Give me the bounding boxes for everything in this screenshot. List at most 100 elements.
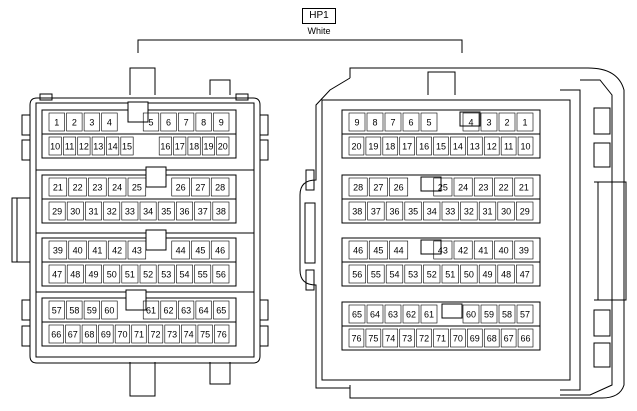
terminal-cavity xyxy=(483,136,500,156)
terminal-cavity xyxy=(160,112,177,132)
connector-name-box: HP1 xyxy=(302,8,336,24)
terminal-cavity xyxy=(516,304,534,324)
terminal-number: 72 xyxy=(419,334,429,344)
polarization-key xyxy=(420,176,442,192)
terminal-cavity xyxy=(420,304,438,324)
terminal-cavity xyxy=(433,328,449,348)
terminal-cavity xyxy=(213,112,230,132)
terminal-number: 74 xyxy=(184,330,194,340)
terminal-number: 49 xyxy=(88,270,98,280)
terminal-cavity xyxy=(176,201,193,221)
terminal-number: 64 xyxy=(199,306,209,316)
terminal-cavity xyxy=(366,304,384,324)
terminal-number: 45 xyxy=(195,246,205,256)
terminal-number: 44 xyxy=(176,246,186,256)
terminal-cavity xyxy=(389,240,409,260)
terminal-cavity xyxy=(433,240,453,260)
terminal-number: 37 xyxy=(198,207,208,217)
terminal-number: 24 xyxy=(112,183,122,193)
terminal-cavity xyxy=(48,136,62,156)
terminal-cavity xyxy=(453,177,473,197)
terminal-number: 28 xyxy=(215,183,225,193)
terminal-cavity xyxy=(423,264,441,284)
terminal-cavity xyxy=(462,304,480,324)
terminal-number: 61 xyxy=(146,306,156,316)
terminal-number: 76 xyxy=(217,330,227,340)
terminal-cavity xyxy=(467,328,483,348)
terminal-cavity xyxy=(91,136,105,156)
terminal-number: 28 xyxy=(353,183,363,193)
terminal-cavity xyxy=(348,240,368,260)
terminal-number: 46 xyxy=(353,246,363,256)
terminal-number: 16 xyxy=(419,142,429,152)
terminal-number: 47 xyxy=(52,270,62,280)
terminal-cavity xyxy=(213,300,230,320)
terminal-cavity xyxy=(368,177,388,197)
terminal-cavity xyxy=(48,177,68,197)
terminal-cavity xyxy=(460,201,478,221)
terminal-number: 18 xyxy=(189,142,199,152)
terminal-number: 7 xyxy=(184,118,189,128)
terminal-cavity xyxy=(195,300,212,320)
terminal-number: 22 xyxy=(499,183,509,193)
terminal-cavity xyxy=(365,328,382,348)
terminal-number: 13 xyxy=(470,142,480,152)
terminal-cavity xyxy=(66,201,84,221)
terminal-number: 33 xyxy=(445,207,455,217)
terminal-cavity xyxy=(139,201,157,221)
terminal-cavity xyxy=(453,240,473,260)
terminal-number: 45 xyxy=(373,246,383,256)
terminal-number: 68 xyxy=(487,334,497,344)
terminal-cavity xyxy=(191,177,210,197)
terminal-number: 48 xyxy=(70,270,80,280)
terminal-cavity xyxy=(497,264,515,284)
terminal-cavity xyxy=(173,136,187,156)
terminal-number: 76 xyxy=(351,334,361,344)
terminal-cavity xyxy=(516,264,534,284)
terminal-cavity xyxy=(181,324,197,344)
terminal-number: 34 xyxy=(143,207,153,217)
terminal-cavity xyxy=(367,201,385,221)
terminal-number: 22 xyxy=(73,183,83,193)
terminal-cavity xyxy=(66,112,83,132)
terminal-cavity xyxy=(473,240,493,260)
right-view-housing xyxy=(299,67,627,399)
terminal-number: 67 xyxy=(504,334,514,344)
terminal-number: 55 xyxy=(371,270,381,280)
terminal-number: 4 xyxy=(107,118,112,128)
terminal-number: 14 xyxy=(453,142,463,152)
terminal-number: 75 xyxy=(368,334,378,344)
terminal-number: 62 xyxy=(406,310,416,320)
terminal-cavity xyxy=(191,240,210,260)
terminal-number: 50 xyxy=(464,270,474,280)
terminal-number: 66 xyxy=(521,334,531,344)
terminal-number: 14 xyxy=(108,142,118,152)
terminal-number: 73 xyxy=(167,330,177,340)
terminal-number: 56 xyxy=(352,270,362,280)
terminal-cavity xyxy=(348,201,366,221)
terminal-cavity xyxy=(103,201,121,221)
terminal-number: 21 xyxy=(53,183,63,193)
terminal-number: 3 xyxy=(486,118,491,128)
terminal-number: 30 xyxy=(70,207,80,217)
terminal-number: 71 xyxy=(134,330,144,340)
terminal-number: 9 xyxy=(354,118,359,128)
terminal-number: 6 xyxy=(166,118,171,128)
terminal-cavity xyxy=(147,324,164,344)
terminal-number: 63 xyxy=(181,306,191,316)
terminal-number: 41 xyxy=(478,246,488,256)
terminal-number: 63 xyxy=(388,310,398,320)
terminal-number: 43 xyxy=(438,246,448,256)
terminal-number: 25 xyxy=(438,183,448,193)
terminal-cavity xyxy=(385,264,404,284)
terminal-cavity xyxy=(473,177,493,197)
terminal-cavity xyxy=(187,136,201,156)
terminal-number: 59 xyxy=(484,310,494,320)
terminal-cavity xyxy=(157,264,175,284)
terminal-number: 7 xyxy=(390,118,395,128)
terminal-number: 39 xyxy=(519,246,529,256)
terminal-number: 19 xyxy=(203,142,213,152)
terminal-cavity xyxy=(176,264,193,284)
